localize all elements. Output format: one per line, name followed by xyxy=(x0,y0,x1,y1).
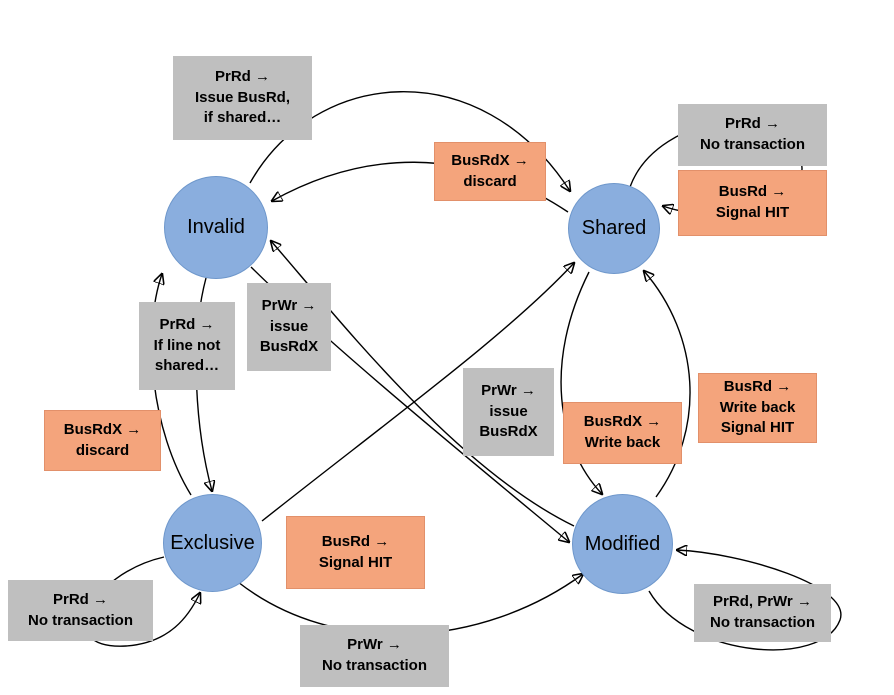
label-exclusive-self-prrd: PrRd → No transaction xyxy=(8,580,153,641)
arrow-modified-to-invalid xyxy=(271,241,575,527)
state-exclusive: Exclusive xyxy=(163,494,262,592)
state-modified: Modified xyxy=(572,494,673,594)
label-shared-self-prrd: PrRd → No transaction xyxy=(678,104,827,166)
label-invalid-to-modified: PrWr → issue BusRdX xyxy=(247,283,331,371)
state-shared-label: Shared xyxy=(581,217,647,239)
state-invalid: Invalid xyxy=(164,176,268,279)
label-modified-self: PrRd, PrWr → No transaction xyxy=(694,584,831,642)
arrow-modified-to-shared xyxy=(644,271,691,498)
label-shared-self-busrd: BusRd → Signal HIT xyxy=(678,170,827,236)
arrow-exclusive-self-loop xyxy=(84,556,200,647)
state-exclusive-label: Exclusive xyxy=(170,531,255,554)
state-shared: Shared xyxy=(568,183,660,274)
label-exclusive-to-shared: BusRd → Signal HIT xyxy=(286,516,425,589)
state-modified-label: Modified xyxy=(584,532,661,555)
label-shared-to-modified: PrWr → issue BusRdX xyxy=(463,368,554,456)
arrow-exclusive-to-shared xyxy=(261,263,574,522)
label-exclusive-to-modified: PrWr → No transaction xyxy=(300,625,449,687)
label-invalid-to-exclusive: PrRd → If line not shared… xyxy=(139,302,235,390)
label-exclusive-to-invalid: BusRdX → discard xyxy=(44,410,161,471)
label-modified-to-shared: BusRd → Write back Signal HIT xyxy=(698,373,817,443)
label-invalid-to-shared: PrRd → Issue BusRd, if shared… xyxy=(173,56,312,140)
state-invalid-label: Invalid xyxy=(187,216,245,238)
arrow-shared-to-modified xyxy=(560,271,602,494)
label-shared-to-invalid: BusRdX → discard xyxy=(434,142,546,201)
label-modified-to-invalid: BusRdX → Write back xyxy=(563,402,682,464)
